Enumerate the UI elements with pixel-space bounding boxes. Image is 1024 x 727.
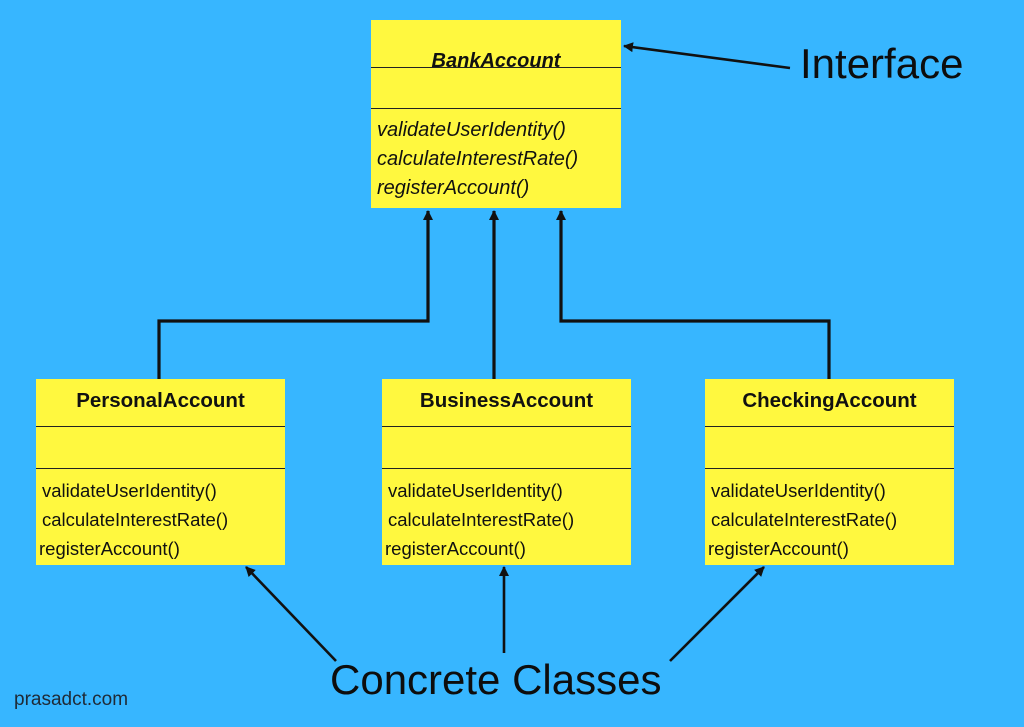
methods-divider <box>705 468 954 469</box>
class-box-checking-account: CheckingAccount validateUserIdentity() c… <box>705 379 954 565</box>
class-method: validateUserIdentity() <box>711 480 886 501</box>
attributes-divider <box>705 426 954 427</box>
class-method: validateUserIdentity() <box>42 480 217 501</box>
concrete-classes-label: Concrete Classes <box>330 656 662 703</box>
interface-class-name: BankAccount <box>431 50 561 72</box>
interface-label: Interface <box>800 40 964 87</box>
class-box-business-account: BusinessAccount validateUserIdentity() c… <box>382 379 631 565</box>
class-method: registerAccount() <box>708 538 849 559</box>
class-method: registerAccount() <box>39 538 180 559</box>
class-box-personal-account: PersonalAccount validateUserIdentity() c… <box>36 379 285 565</box>
class-name: CheckingAccount <box>742 389 917 412</box>
class-method-list: validateUserIdentity() calculateInterest… <box>385 476 629 563</box>
class-method: calculateInterestRate() <box>711 509 898 530</box>
inheritance-arrow-checking <box>556 210 831 379</box>
methods-divider <box>371 108 621 109</box>
class-method-list: validateUserIdentity() calculateInterest… <box>39 476 283 563</box>
attributes-divider <box>36 426 285 427</box>
inheritance-arrow-personal <box>157 210 433 379</box>
class-name: PersonalAccount <box>76 389 245 412</box>
interface-method: registerAccount() <box>377 177 530 199</box>
methods-divider <box>36 468 285 469</box>
interface-method-list: validateUserIdentity() calculateInterest… <box>377 116 619 203</box>
class-method: registerAccount() <box>385 538 526 559</box>
watermark: prasadct.com <box>14 689 129 710</box>
class-method: calculateInterestRate() <box>42 509 229 530</box>
interface-pointer-arrow <box>623 42 791 70</box>
interface-class-box: BankAccount validateUserIdentity() calcu… <box>371 20 621 208</box>
class-method: validateUserIdentity() <box>388 480 563 501</box>
class-method: calculateInterestRate() <box>388 509 575 530</box>
concrete-pointer-arrow-checking <box>669 566 765 662</box>
attributes-divider <box>382 426 631 427</box>
class-method-list: validateUserIdentity() calculateInterest… <box>708 476 952 563</box>
methods-divider <box>382 468 631 469</box>
interface-method: calculateInterestRate() <box>377 148 579 170</box>
class-name: BusinessAccount <box>419 389 594 412</box>
interface-method: validateUserIdentity() <box>377 119 566 141</box>
attributes-divider <box>371 67 621 68</box>
concrete-pointer-arrow-personal <box>245 566 337 662</box>
